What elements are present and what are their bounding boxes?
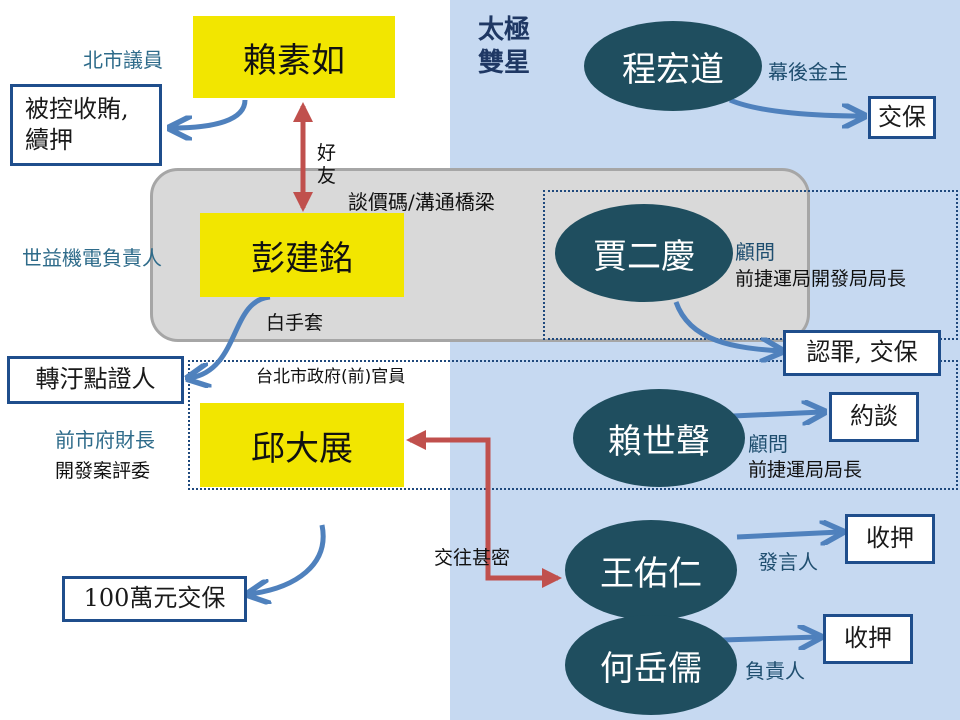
outcome-lai-shi-sheng: 約談 [829,392,919,442]
outcome-wang-you-ren: 收押 [845,514,935,564]
role-qiu-da-zhan-1: 前市府財長 [55,428,155,452]
officials-dotted-frame [188,360,958,490]
role-cheng-hong-dao: 幕後金主 [768,60,848,84]
relation-close-contact: 交往甚密 [434,547,511,569]
negotiation-dotted-frame [543,190,958,340]
outcome-jia-er-qing: 認罪, 交保 [783,330,941,376]
arrow-lai-shi-sheng-outcome [732,412,822,416]
role-lai-su-ru: 北市議員 [83,48,163,72]
role-peng-jian-ming: 世益機電負責人 [22,246,162,270]
person-qiu-da-zhan: 邱大展 [200,403,404,487]
role-jia-er-qing-1: 顧問 [735,240,775,264]
arrow-qiu-outcome [250,524,326,594]
role-lai-shi-sheng-2: 前捷運局局長 [748,459,863,481]
arrow-wang-outcome [736,532,840,537]
person-he-yue-ru: 何岳儒 [565,615,737,715]
outcome-peng-jian-ming: 轉汙點證人 [7,356,184,404]
person-cheng-hong-dao: 程宏道 [584,21,762,111]
person-wang-you-ren: 王佑仁 [565,520,737,620]
relation-officials-group: 台北市政府(前)官員 [256,367,406,387]
relation-negotiation: 談價碼/溝通橋梁 [348,190,495,214]
role-jia-er-qing-2: 前捷運局開發局局長 [735,268,907,290]
person-peng-jian-ming: 彭建銘 [200,213,404,297]
arrow-close-contact [406,430,562,588]
outcome-lai-su-ru: 被控收賄, 續押 [10,84,162,166]
person-lai-shi-sheng: 賴世聲 [573,389,745,487]
outcome-cheng-hong-dao: 交保 [868,96,936,139]
arrow-peng-outcome [190,294,271,378]
relation-friends: 好 友 [317,142,337,187]
role-wang-you-ren: 發言人 [758,550,818,574]
role-he-yue-ru: 負責人 [745,659,805,683]
outcome-qiu-da-zhan: 100萬元交保 [62,576,247,622]
person-lai-su-ru: 賴素如 [193,16,395,98]
group-title: 太極 雙星 [478,15,531,78]
role-qiu-da-zhan-2: 開發案評委 [55,460,151,482]
outcome-he-yue-ru: 收押 [823,614,913,664]
arrow-jia-outcome [673,301,780,351]
relation-white-glove: 白手套 [266,312,324,334]
arrow-he-outcome [721,637,818,640]
arrow-lai-su-ru-outcome [172,99,248,128]
person-jia-er-qing: 賈二慶 [555,204,733,302]
role-lai-shi-sheng-1: 顧問 [748,432,788,456]
arrow-cheng-outcome [729,97,862,116]
